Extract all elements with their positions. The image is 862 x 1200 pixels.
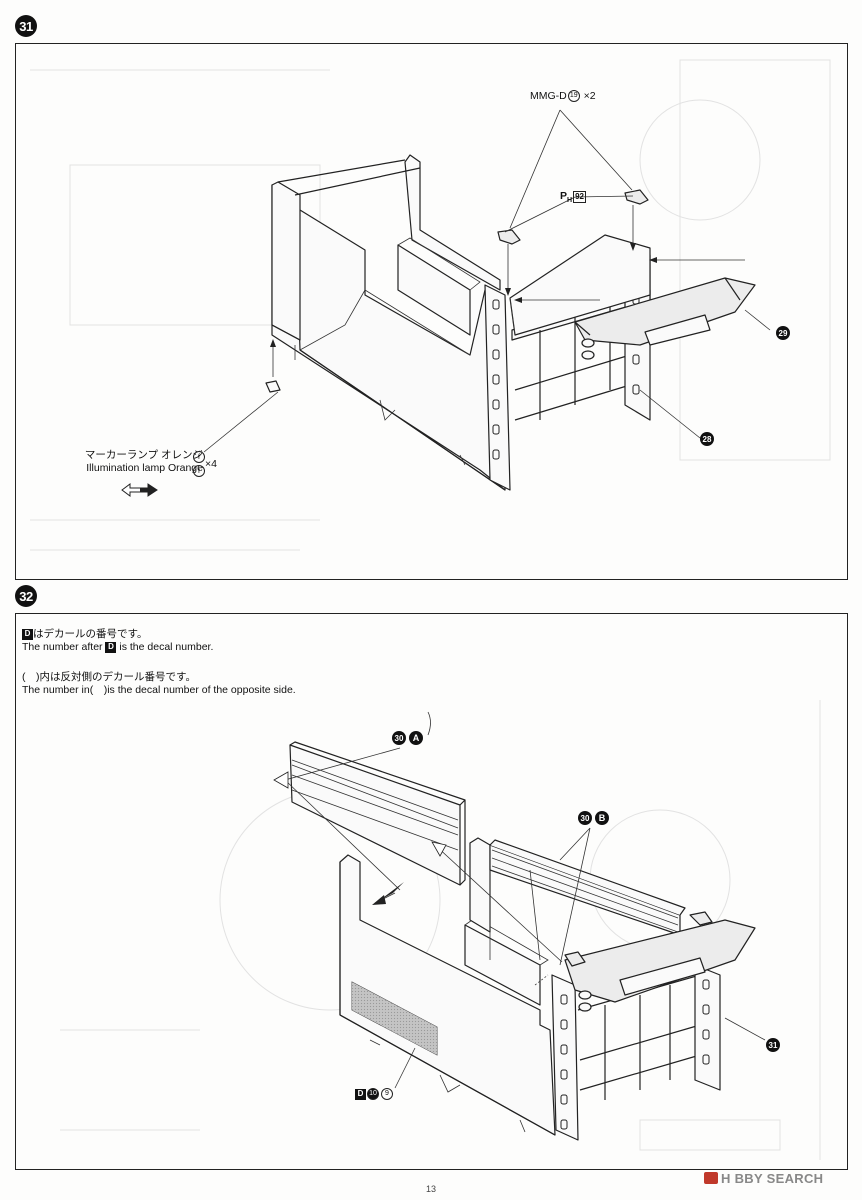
step-32-panel [15,613,848,1170]
step-number-32: 32 [15,585,37,607]
lamp-part-f-1: f [193,451,205,463]
lamp-label-jp: マーカーランプ オレンジ [84,449,203,461]
callout-31: 31 [766,1038,780,1052]
label-B: B [595,811,609,825]
hobby-search-logo-icon [704,1172,718,1184]
lamp-label-en: Illumination lamp Orange [86,462,203,475]
illumination-lamp-label: マーカーランプ オレンジ Illumination lamp Orange [60,449,203,475]
label-A: A [409,731,423,745]
page-number: 13 [425,1184,436,1194]
watermark: H BBY SEARCH [704,1171,823,1186]
step-number-31: 31 [15,15,37,37]
lamp-part-f-2: f [193,465,205,477]
lamp-quantity: ×4 [205,458,217,470]
callout-30-a: 30 [392,731,406,745]
decal-note-2: ( )内は反対側のデカール番号です。 The number in( )is th… [22,671,296,697]
callout-28: 28 [700,432,714,446]
callout-29: 29 [776,326,790,340]
callout-30-b: 30 [578,811,592,825]
step-31-panel [15,43,848,580]
